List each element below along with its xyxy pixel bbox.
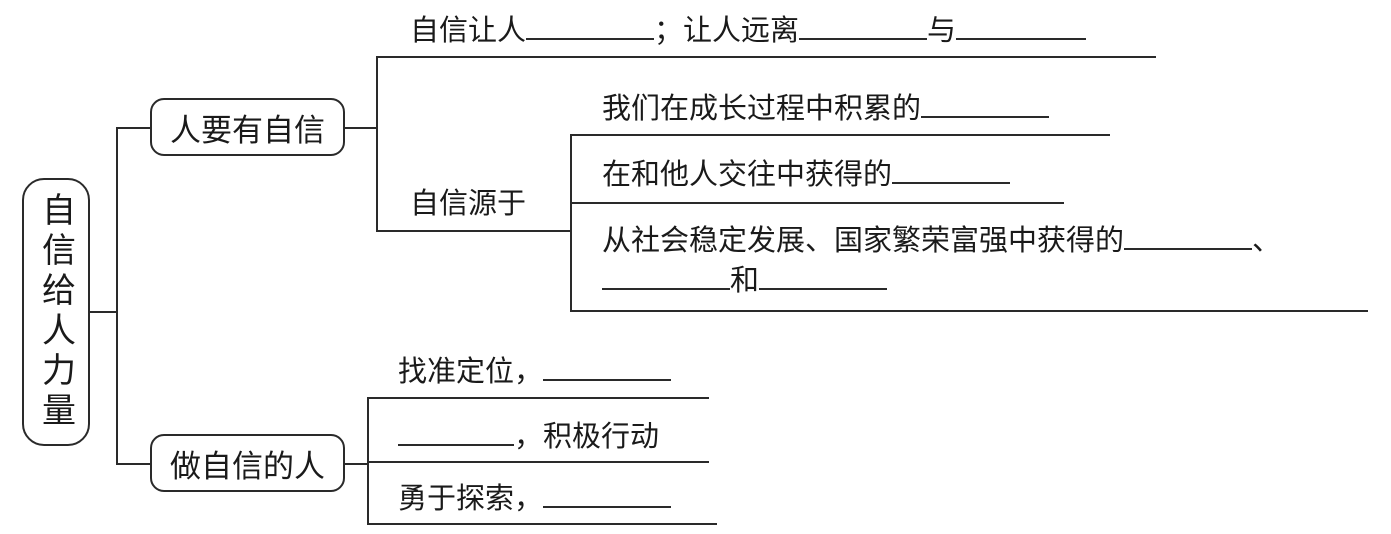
connector — [570, 202, 1064, 204]
source-label: 自信源于 — [410, 186, 527, 220]
source-item-society-cont: 和 — [602, 262, 888, 297]
fill-blank — [921, 90, 1050, 118]
text-segment: 自信让人 — [410, 13, 527, 47]
text-segment: 在和他人交往中获得的 — [602, 157, 893, 191]
text-segment: 我们在成长过程中积累的 — [602, 91, 922, 125]
connector — [367, 397, 369, 524]
connector — [90, 311, 118, 313]
source-item-growth: 我们在成长过程中积累的 — [602, 90, 1050, 125]
fill-blank — [759, 262, 888, 290]
fill-blank — [398, 418, 514, 446]
text-segment: 、 — [1252, 223, 1282, 257]
branch-node-confidence: 人要有自信 — [150, 98, 345, 156]
branch-label: 做自信的人 — [170, 448, 325, 485]
fill-blank — [543, 480, 672, 508]
connector — [570, 310, 1368, 312]
root-label: 自信给人力量 — [35, 192, 76, 432]
text-segment: 从社会稳定发展、国家繁荣富强中获得的 — [602, 223, 1125, 257]
fill-blank — [602, 262, 730, 290]
text-segment: 找准定位， — [398, 354, 544, 388]
root-node: 自信给人力量 — [22, 178, 90, 446]
fill-blank — [799, 12, 928, 40]
action-item-positioning: 找准定位， — [398, 353, 672, 388]
text-segment: ；让人远离 — [654, 13, 800, 47]
fill-blank — [1124, 222, 1253, 250]
connector — [367, 523, 717, 525]
connector — [570, 134, 572, 311]
fill-blank — [526, 12, 655, 40]
action-item-active: ，积极行动 — [398, 418, 659, 453]
connector — [116, 127, 118, 464]
connector — [116, 463, 150, 465]
connector — [376, 230, 571, 232]
text-segment: ，积极行动 — [514, 419, 660, 453]
connector — [376, 56, 378, 231]
source-item-interaction: 在和他人交往中获得的 — [602, 156, 1011, 191]
fill-blank — [956, 12, 1087, 40]
fill-blank — [543, 353, 672, 381]
confidence-effect-text: 自信让人 ；让人远离 与 — [410, 12, 1087, 47]
connector — [570, 134, 1110, 136]
connector — [345, 127, 378, 129]
source-item-society: 从社会稳定发展、国家繁荣富强中获得的 、 — [602, 222, 1281, 257]
branch-label: 人要有自信 — [170, 112, 325, 149]
text-segment: 勇于探索， — [398, 481, 544, 515]
text-segment: 和 — [730, 263, 760, 297]
connector — [345, 463, 369, 465]
connector — [367, 397, 709, 399]
connector — [376, 56, 1156, 58]
branch-node-be-confident: 做自信的人 — [150, 434, 345, 492]
action-item-explore: 勇于探索， — [398, 480, 672, 515]
connector — [116, 127, 150, 129]
fill-blank — [892, 156, 1011, 184]
connector — [367, 461, 709, 463]
text-segment: 与 — [927, 13, 957, 47]
